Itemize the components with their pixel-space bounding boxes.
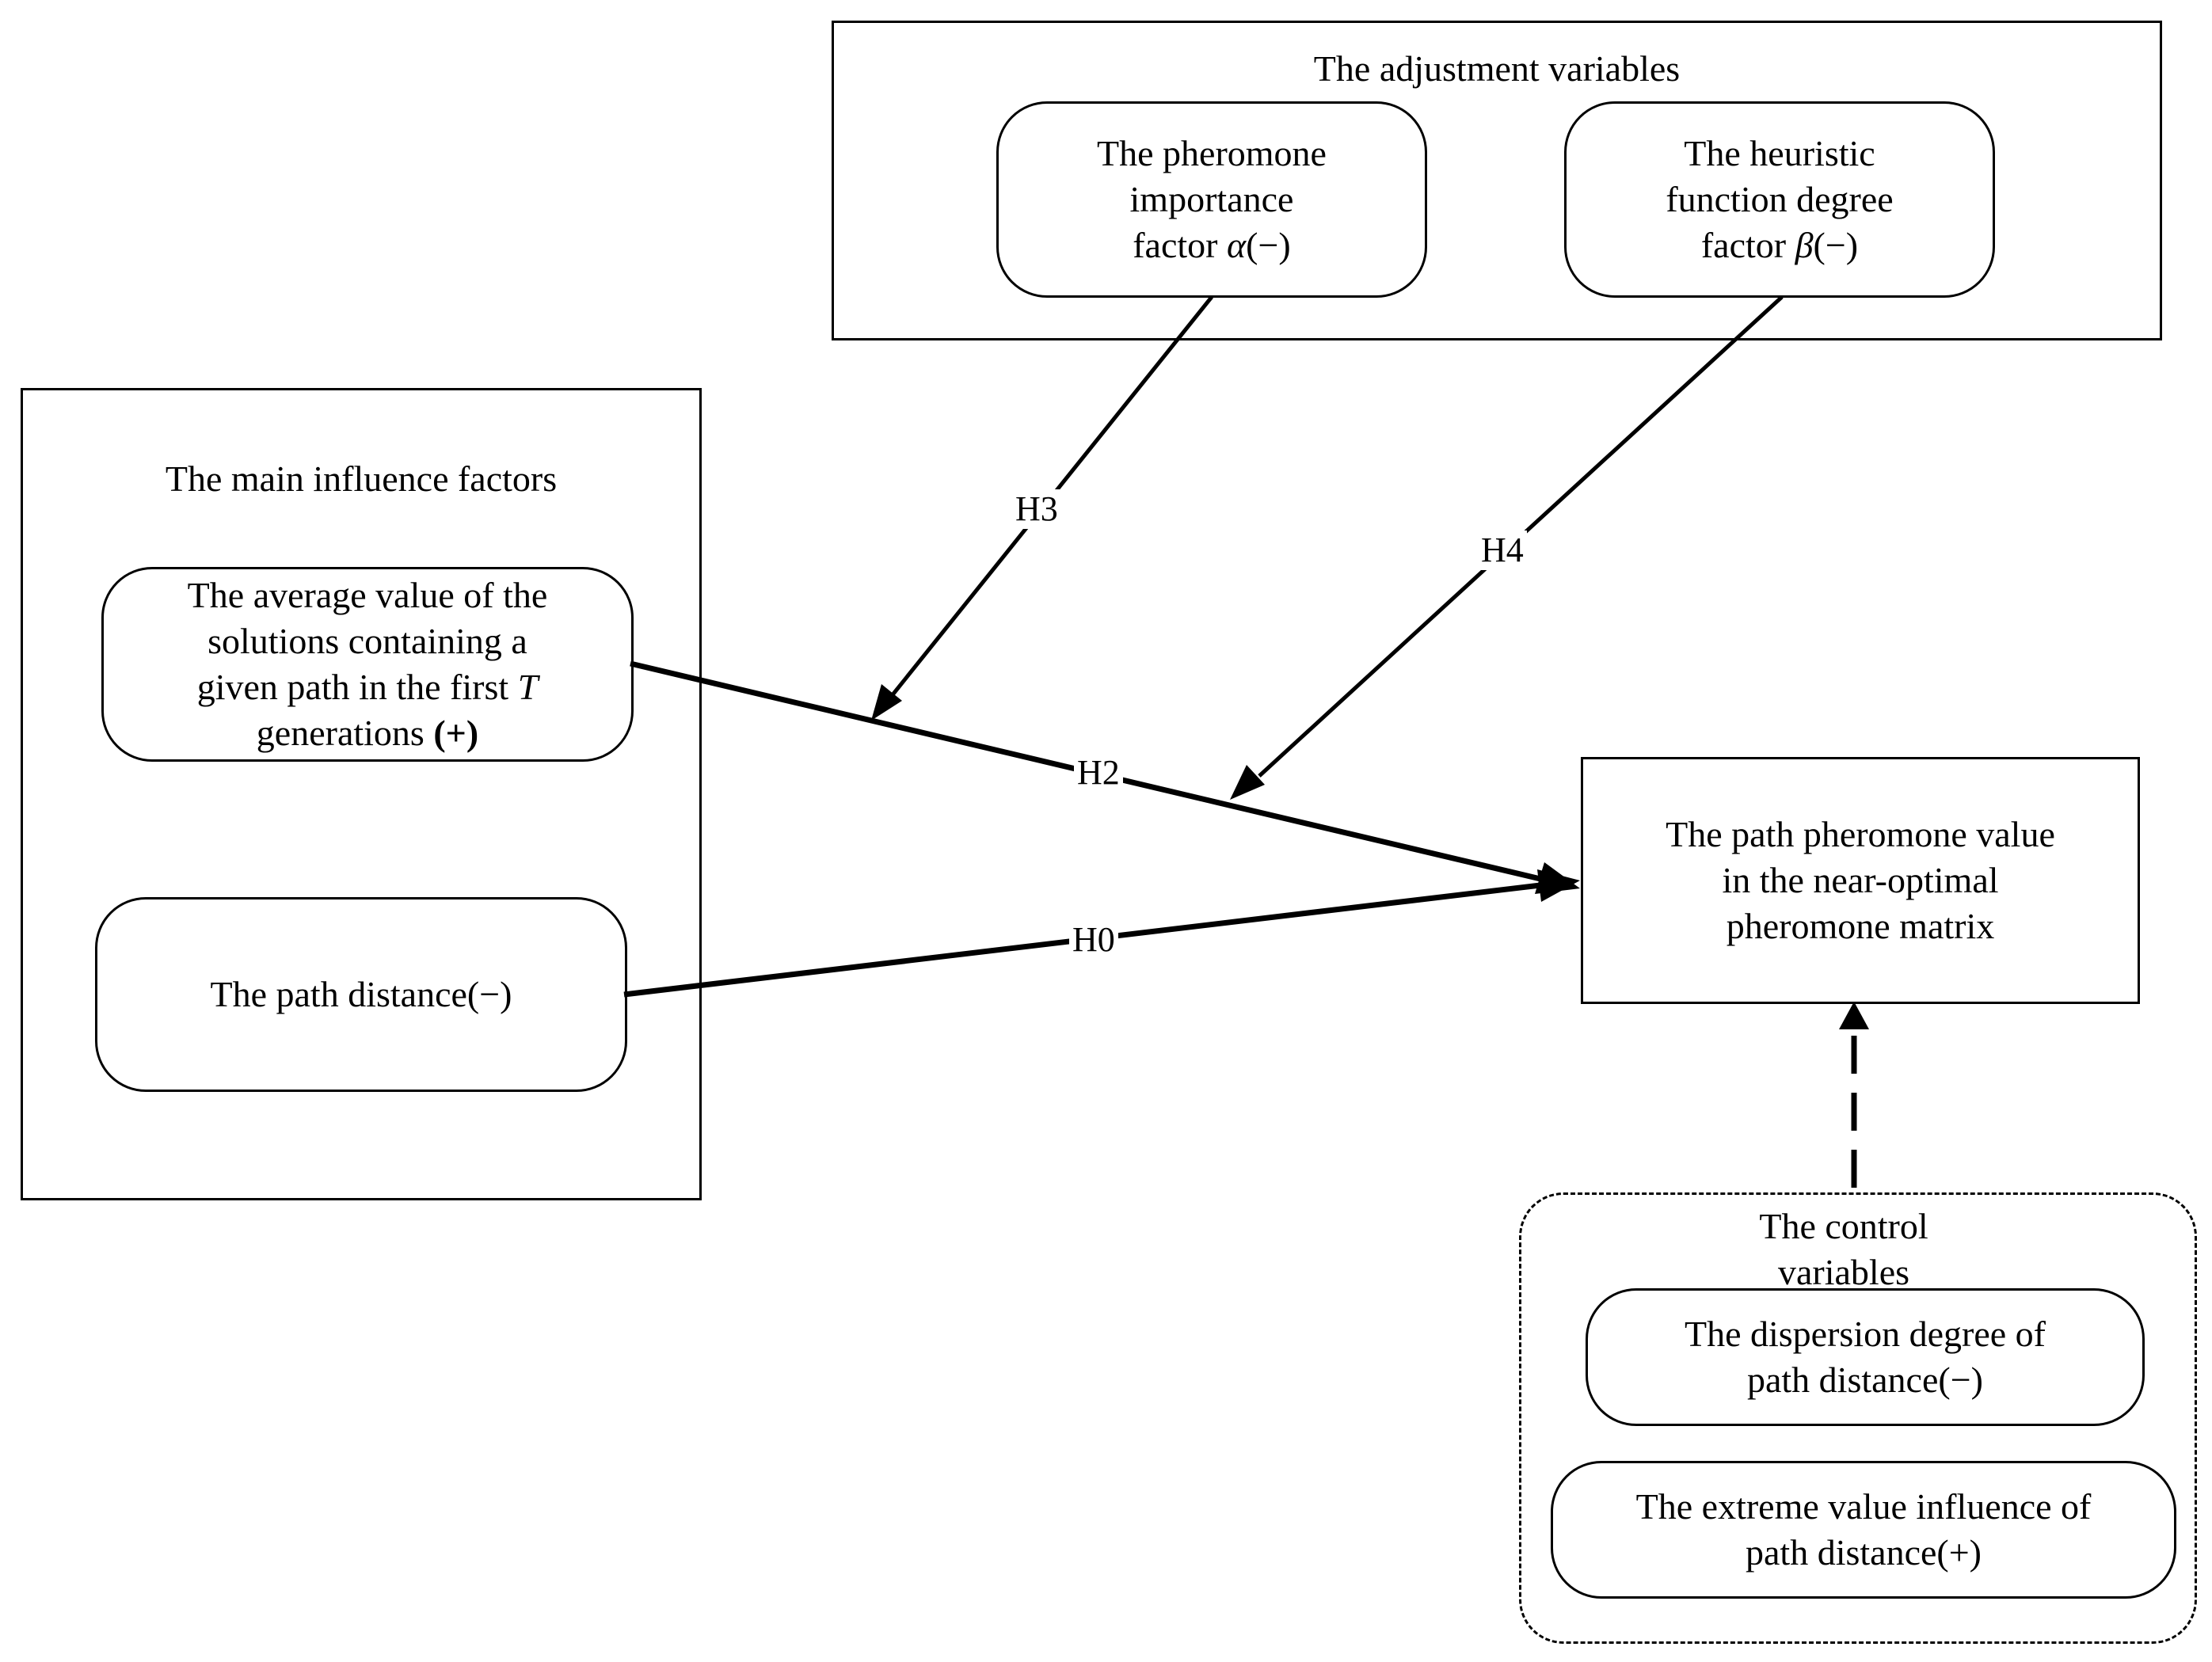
beta-line2: function degree xyxy=(1666,179,1894,219)
path-distance-text: The path distance(−) xyxy=(210,974,512,1014)
alpha-line1: The pheromone xyxy=(1097,133,1327,173)
average-line3-text: given path in the first xyxy=(196,667,518,707)
beta-line3: factor β(−) xyxy=(1666,222,1893,268)
average-line1: The average value of the xyxy=(187,575,548,615)
dispersion-line2: path distance(−) xyxy=(1746,1360,1983,1400)
target-line3: pheromone matrix xyxy=(1726,906,1995,946)
adjustment-variables-group xyxy=(832,21,2162,340)
control-title-line2: variables xyxy=(1777,1252,1910,1292)
alpha-symbol: α xyxy=(1227,225,1247,265)
dispersion-degree-node: The dispersion degree of path distance(−… xyxy=(1586,1288,2145,1426)
average-line2: solutions containing a xyxy=(207,621,527,661)
average-value-node: The average value of the solutions conta… xyxy=(101,567,634,762)
extreme-value-influence-node: The extreme value influence of path dist… xyxy=(1551,1461,2176,1599)
control-variables-group xyxy=(1519,1192,2197,1644)
average-line4-text: generations xyxy=(256,713,434,753)
beta-symbol: β xyxy=(1795,225,1814,265)
h2-label: H2 xyxy=(1074,753,1123,793)
control-arrowhead xyxy=(1839,1002,1869,1029)
h4-arrowhead xyxy=(1230,765,1265,800)
alpha-line3: factor α(−) xyxy=(1097,222,1327,268)
target-line2: in the near-optimal xyxy=(1722,860,1999,900)
target-line1: The path pheromone value xyxy=(1666,814,2055,854)
main-influence-factors-title: The main influence factors xyxy=(165,458,558,499)
average-symbol-t: T xyxy=(517,667,539,707)
h4-label: H4 xyxy=(1478,531,1527,570)
extreme-line2: path distance(+) xyxy=(1746,1532,1982,1573)
alpha-sign: (−) xyxy=(1246,225,1291,265)
path-pheromone-value-node: The path pheromone value in the near-opt… xyxy=(1581,757,2140,1004)
h0-label: H0 xyxy=(1069,920,1118,960)
control-title-line1: The control xyxy=(1759,1206,1928,1246)
alpha-line2: importance xyxy=(1129,179,1294,219)
beta-line3-text: factor xyxy=(1700,225,1795,265)
h0-arrowhead xyxy=(1537,869,1580,902)
alpha-line3-text: factor xyxy=(1133,225,1227,265)
heuristic-function-degree-factor-node: The heuristic function degree factor β(−… xyxy=(1564,101,1995,298)
beta-line1: The heuristic xyxy=(1684,133,1875,173)
extreme-line1: The extreme value influence of xyxy=(1635,1486,2092,1527)
average-sign: (+) xyxy=(433,713,479,753)
h3-label: H3 xyxy=(1012,489,1061,529)
average-line4: generations (+) xyxy=(188,710,548,756)
path-distance-node: The path distance(−) xyxy=(95,897,627,1092)
h3-arrowhead xyxy=(871,684,902,721)
control-variables-title: The control variables xyxy=(1519,1204,2168,1295)
adjustment-variables-title: The adjustment variables xyxy=(1313,48,1681,89)
beta-sign: (−) xyxy=(1813,225,1859,265)
main-influence-factors-group xyxy=(21,388,702,1200)
pheromone-importance-factor-node: The pheromone importance factor α(−) xyxy=(996,101,1427,298)
average-line3: given path in the first T xyxy=(188,664,548,710)
dispersion-line1: The dispersion degree of xyxy=(1684,1314,2046,1354)
